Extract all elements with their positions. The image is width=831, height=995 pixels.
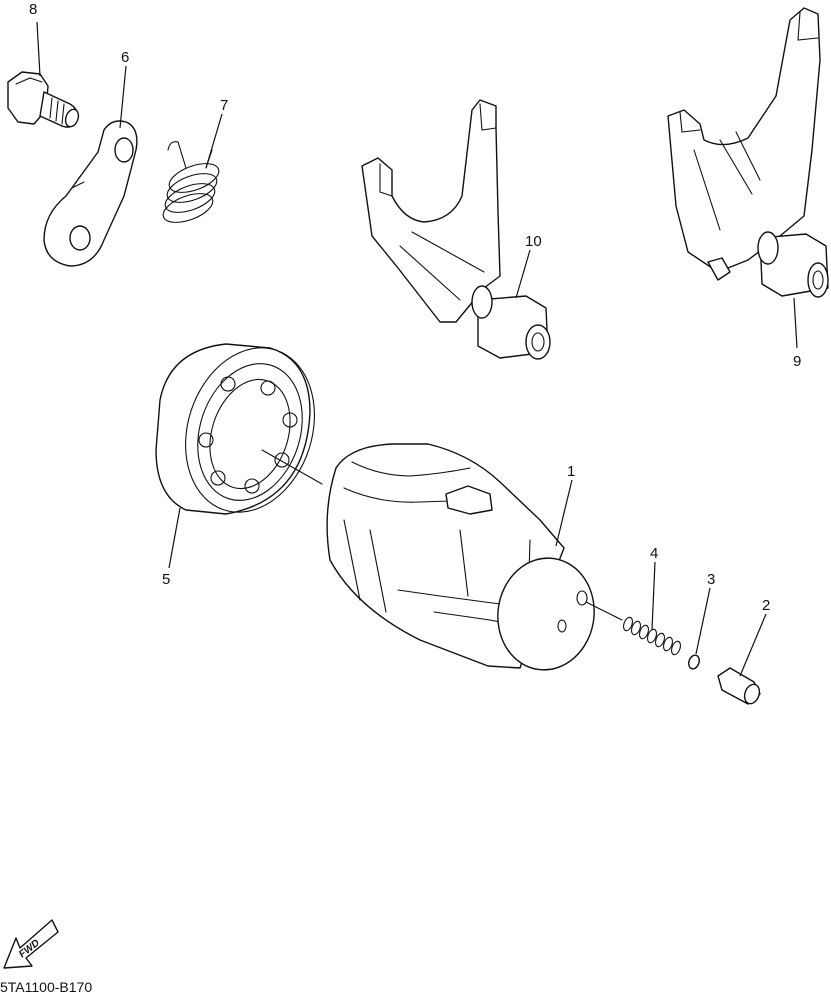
part-7-torsion-spring: [162, 141, 220, 223]
callout-2: 2: [762, 597, 770, 614]
callout-3: 3: [707, 571, 715, 588]
part-5-bearing: [155, 343, 323, 515]
callout-7: 7: [220, 97, 228, 114]
part-9-shift-fork: [667, 7, 829, 298]
callout-6: 6: [121, 49, 129, 66]
part-8-flange-bolt: [7, 71, 80, 128]
callout-4: 4: [650, 545, 658, 562]
fwd-arrow-icon: FWD: [3, 919, 59, 969]
part-10-shift-fork: [361, 99, 551, 360]
callout-1: 1: [567, 463, 575, 480]
part-6-stopper-lever: [43, 120, 138, 267]
part-4-spring: [585, 601, 682, 656]
callout-5: 5: [162, 571, 170, 588]
callout-9: 9: [793, 353, 801, 370]
callout-8: 8: [29, 1, 37, 18]
part-2-pin: [717, 667, 761, 705]
callout-10: 10: [525, 233, 542, 250]
figure-code: 5TA1100-B170: [0, 979, 92, 995]
leader-lines: [36, 21, 798, 677]
part-3-o-ring: [688, 654, 700, 670]
part-1-shift-drum: [326, 443, 595, 671]
